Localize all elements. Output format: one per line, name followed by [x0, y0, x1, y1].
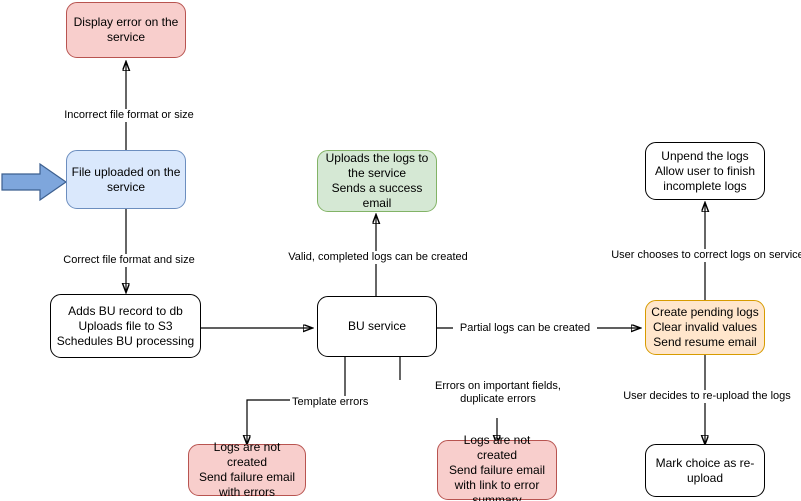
- node-logs-not-created-fields[interactable]: Logs are not created Send failure email …: [437, 433, 557, 501]
- node-bu-service[interactable]: BU service: [317, 296, 437, 357]
- node-uploads-logs[interactable]: Uploads the logs to the service Sends a …: [317, 150, 437, 212]
- node-file-uploaded[interactable]: File uploaded on the service: [66, 150, 186, 209]
- node-adds-bu-record[interactable]: Adds BU record to db Uploads file to S3 …: [50, 294, 201, 358]
- block-arrow-shape: [1, 162, 68, 202]
- edge-label-incorrect-format: Incorrect file format or size: [56, 109, 202, 122]
- edge-label-user-corrects: User chooses to correct logs on service: [607, 249, 801, 262]
- edge-label-partial-logs: Partial logs can be created: [453, 322, 597, 335]
- node-unpend-logs[interactable]: Unpend the logs Allow user to finish inc…: [645, 142, 765, 200]
- edge-label-user-reuploads: User decides to re-upload the logs: [616, 390, 798, 403]
- edge-label-valid-logs: Valid, completed logs can be created: [281, 251, 475, 264]
- edge-label-template-errors: Template errors: [290, 396, 378, 409]
- node-logs-not-created-template[interactable]: Logs are not created Send failure email …: [188, 440, 306, 499]
- node-mark-choice-re-upload[interactable]: Mark choice as re- upload: [645, 444, 765, 497]
- edge-label-correct-format: Correct file format and size: [56, 254, 202, 267]
- entry-block-arrow: [1, 162, 68, 202]
- node-create-pending-logs[interactable]: Create pending logs Clear invalid values…: [645, 300, 765, 355]
- edge-label-field-errors: Errors on important fields, duplicate er…: [396, 380, 600, 406]
- node-display-error[interactable]: Display error on the service: [66, 2, 186, 58]
